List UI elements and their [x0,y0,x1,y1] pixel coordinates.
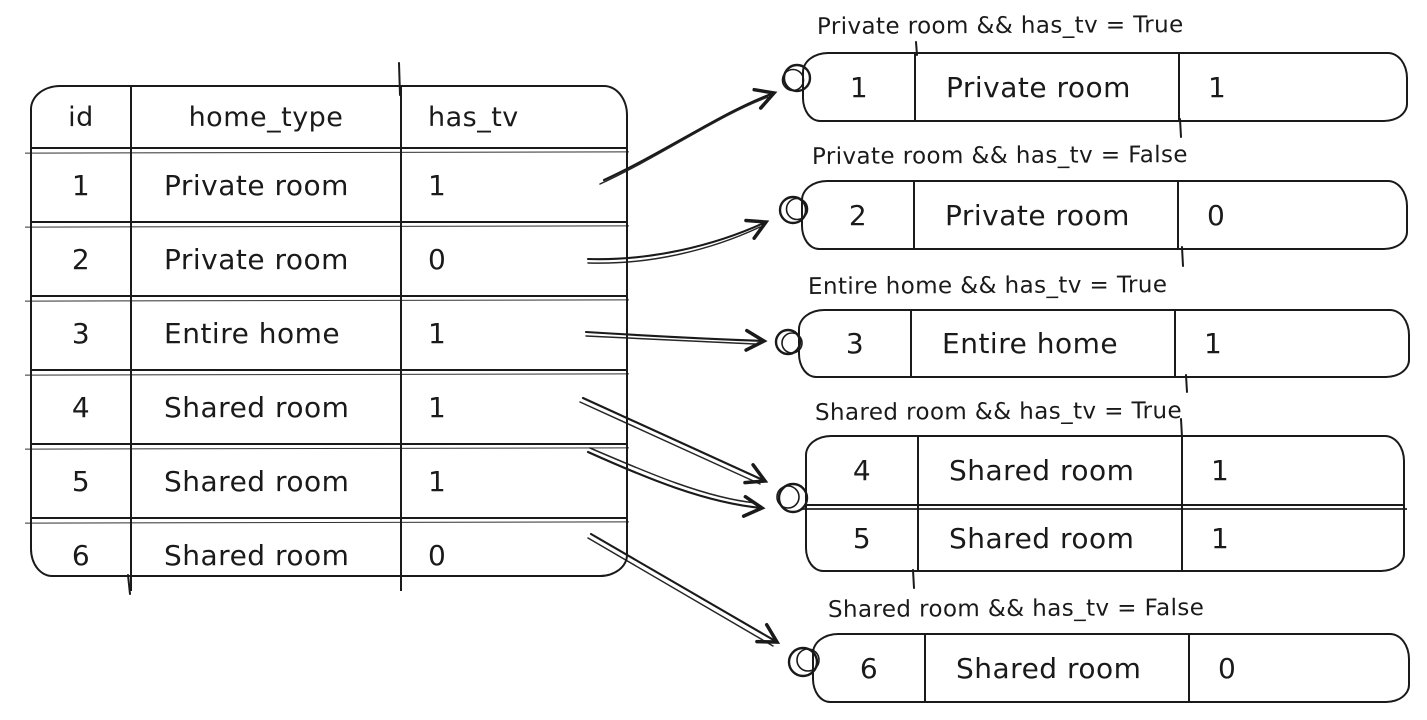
group-5-label: Shared room && has_tv = False [827,595,1205,623]
cell-home-type: Shared room [130,519,400,591]
table-row: 4 Shared room 1 [32,369,626,443]
group-1-anchor-circle-stroke2 [781,68,805,92]
cell-id: 2 [71,242,91,276]
cell-has-tv: 1 [1174,311,1408,376]
cell-home-type: Shared room [130,371,400,443]
group-4-divider-overshoot-bottom [912,569,915,589]
cell-home-type: Entire home [130,297,400,369]
group-row: 1 Private room 1 [804,54,1406,120]
column-header-has-tv: has_tv [400,87,626,147]
group-1-box: 1 Private room 1 [802,52,1408,122]
group-row: 5 Shared room 1 [801,503,1407,572]
cell-home-type: Entire home [910,311,1174,376]
cell-has-tv: 0 [1177,182,1406,248]
table-row: 3 Entire home 1 [32,295,626,369]
arrow-row1-to-group1 [602,87,778,182]
cell-id: 1 [849,70,869,104]
cell-has-tv: 1 [1178,54,1406,120]
cell-has-tv: 0 [400,519,626,591]
cell-home-type: Private room [130,223,400,295]
group-row: 2 Private room 0 [803,182,1406,248]
column-header-home-type: home_type [130,87,400,147]
cell-home-type: Private room [914,54,1178,120]
cell-home-type: Shared room [917,505,1181,572]
group-2-label: Private room && has_tv = False [811,142,1188,170]
cell-has-tv: 1 [400,445,626,517]
cell-id: 1 [71,168,91,202]
cell-has-tv: 1 [400,371,626,443]
table-row: 2 Private room 0 [32,221,626,295]
cell-has-tv: 0 [400,223,626,295]
group-4-label: Shared room && has_tv = True [814,398,1183,426]
group-4-anchor-circle-stroke2 [776,485,800,509]
group-3-label: Entire home && has_tv = True [807,272,1168,300]
table-row: 5 Shared room 1 [32,443,626,517]
group-row: 4 Shared room 1 [807,437,1403,504]
cell-home-type: Shared room [917,437,1181,504]
cell-id: 5 [852,522,872,556]
source-table: id home_type has_tv 1 Private room 1 2 P… [30,85,628,591]
cell-home-type: Shared room [130,445,400,517]
cell-home-type: Private room [130,149,400,221]
table-row: 6 Shared room 0 [32,517,626,591]
cell-home-type: Private room [913,182,1177,248]
cell-id: 2 [848,198,868,232]
cell-has-tv: 0 [1188,635,1408,701]
column-header-id: id [68,101,94,133]
cell-has-tv: 1 [400,297,626,369]
cell-has-tv: 1 [1181,505,1403,572]
group-row: 6 Shared room 0 [814,635,1408,701]
source-table-header-row: id home_type has_tv [32,87,626,147]
cell-id: 4 [852,453,872,487]
cell-home-type: Shared room [924,635,1188,701]
cell-id: 3 [71,316,91,350]
cell-id: 4 [71,390,91,424]
cell-id: 3 [845,327,865,360]
group-row: 3 Entire home 1 [800,311,1408,376]
cell-has-tv: 1 [1181,437,1403,504]
group-5-box: 6 Shared room 0 [812,633,1410,703]
cell-has-tv: 1 [400,149,626,221]
group-3-box: 3 Entire home 1 [798,309,1410,378]
table-row: 1 Private room 1 [32,147,626,221]
cell-id: 5 [71,464,91,498]
group-4-box: 4 Shared room 1 5 Shared room 1 [801,435,1407,572]
group-1-label: Private room && has_tv = True [816,12,1184,40]
cell-id: 6 [859,651,879,685]
cell-id: 6 [71,538,91,572]
group-3-anchor-circle [774,328,802,356]
group-2-box: 2 Private room 0 [801,180,1408,250]
